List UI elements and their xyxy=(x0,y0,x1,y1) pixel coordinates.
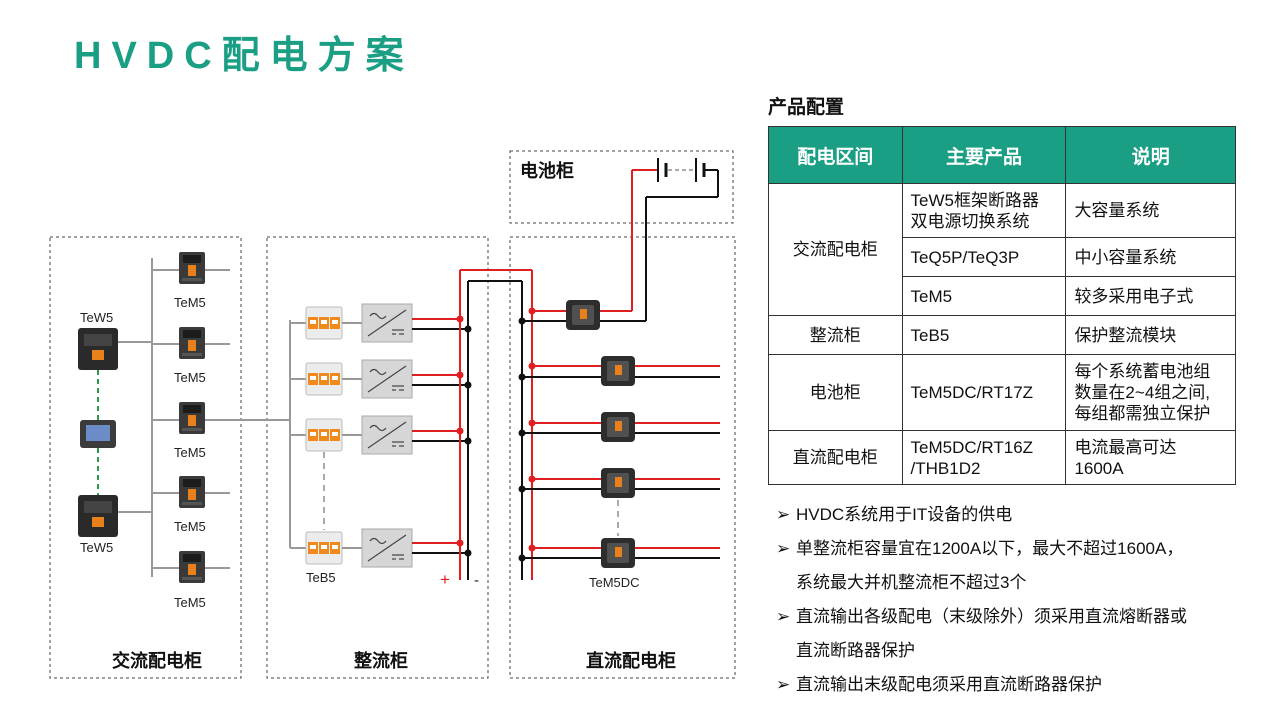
battery-cabinet-title: 电池柜 xyxy=(520,161,574,181)
dc-cabinet-box xyxy=(509,236,736,679)
table-row: 电池柜 TeM5DC/RT17Z 每个系统蓄电池组数量在2~4组之间,每组都需独… xyxy=(768,354,1236,431)
table-row: 交流配电柜 TeW5框架断路器双电源切换系统 大容量系统 xyxy=(768,183,1236,316)
note-item-cont: 直流断路器保护 xyxy=(796,641,915,660)
tem5dc-breaker-1 xyxy=(601,356,635,386)
dc-cabinet-title: 直流配电柜 xyxy=(586,651,676,671)
desc-cell: 中小容量系统 xyxy=(1065,237,1236,277)
teb5-label: TeB5 xyxy=(306,570,336,585)
product-cell: TeM5 xyxy=(901,276,1067,316)
note-item: ➢HVDC系统用于IT设备的供电 xyxy=(776,498,1187,532)
positive-sign: + xyxy=(440,570,450,589)
battery-cabinet-box xyxy=(509,150,734,224)
tem5dc-battery-breaker xyxy=(566,300,600,330)
tem5-label-5: TeM5 xyxy=(174,595,206,610)
page-title: HVDC配电方案 xyxy=(74,35,414,77)
arrow-icon: ➢ xyxy=(776,505,791,524)
tew5-bottom-breaker xyxy=(78,495,118,537)
negative-sign: - xyxy=(474,572,479,589)
notes-list: ➢HVDC系统用于IT设备的供电 ➢单整流柜容量宜在1200A以下，最大不超过1… xyxy=(776,498,1187,702)
header-section: 配电区间 xyxy=(768,126,903,184)
hvdc-diagram xyxy=(49,150,736,679)
ac-cabinet-title: 交流配电柜 xyxy=(112,651,202,671)
table-header-row: 配电区间 主要产品 说明 xyxy=(768,126,1236,184)
teb5-mcb-4 xyxy=(305,531,343,565)
tem5-label-1: TeM5 xyxy=(174,295,206,310)
tem5-breaker-2 xyxy=(179,327,205,359)
teb5-mcb-3 xyxy=(305,418,343,452)
product-cell: TeW5框架断路器双电源切换系统 xyxy=(901,183,1067,238)
product-config-title: 产品配置 xyxy=(768,97,845,118)
rectifier-module-1 xyxy=(361,303,413,343)
section-cell-ac: 交流配电柜 xyxy=(768,183,903,316)
note-item-cont: 系统最大并机整流柜不超过3个 xyxy=(796,573,1027,592)
desc-cell: 较多采用电子式 xyxy=(1065,276,1236,316)
battery-symbol xyxy=(657,158,706,182)
teb5-mcb-2 xyxy=(305,362,343,396)
arrow-icon: ➢ xyxy=(776,607,791,626)
tew5-top-breaker xyxy=(78,328,118,370)
product-cell: TeM5DC/RT16Z/THB1D2 xyxy=(901,430,1067,485)
product-cell: TeQ5P/TeQ3P xyxy=(901,237,1067,277)
table-row: TeM5 较多采用电子式 xyxy=(769,276,1236,316)
tem5dc-breaker-4 xyxy=(601,538,635,568)
tem5-breaker-3 xyxy=(179,402,205,434)
tem5-label-4: TeM5 xyxy=(174,519,206,534)
arrow-icon: ➢ xyxy=(776,675,791,694)
rectifier-module-2 xyxy=(361,359,413,399)
tem5dc-breaker-3 xyxy=(601,468,635,498)
note-item: ➢单整流柜容量宜在1200A以下，最大不超过1600A， xyxy=(776,532,1187,566)
tem5-label-2: TeM5 xyxy=(174,370,206,385)
ac-cabinet-box xyxy=(49,236,242,679)
tew5-bottom-label: TeW5 xyxy=(80,540,114,555)
tem5dc-label: TeM5DC xyxy=(589,575,640,590)
section-cell-battery: 电池柜 xyxy=(768,354,903,431)
arrow-icon: ➢ xyxy=(776,539,791,558)
tem5-breaker-1 xyxy=(179,252,205,284)
rectifier-cabinet-box xyxy=(266,236,489,679)
desc-cell: 每个系统蓄电池组数量在2~4组之间,每组都需独立保护 xyxy=(1065,354,1236,431)
section-cell-rectifier: 整流柜 xyxy=(768,315,903,355)
rectifier-module-4 xyxy=(361,528,413,568)
header-desc: 说明 xyxy=(1065,126,1236,184)
desc-cell: 大容量系统 xyxy=(1065,183,1236,238)
product-cell: TeM5DC/RT17Z xyxy=(901,354,1067,431)
note-item: ➢直流输出各级配电（末级除外）须采用直流熔断器或 xyxy=(776,600,1187,634)
tem5-breaker-4 xyxy=(179,476,205,508)
table-row: 整流柜 TeB5 保护整流模块 xyxy=(768,315,1236,355)
tew5-top-label: TeW5 xyxy=(80,310,114,325)
product-cell: TeB5 xyxy=(901,315,1067,355)
rectifier-cabinet-title: 整流柜 xyxy=(354,651,408,671)
tem5-breaker-5 xyxy=(179,551,205,583)
tem5-label-3: TeM5 xyxy=(174,445,206,460)
header-product: 主要产品 xyxy=(901,126,1067,184)
tem5dc-breaker-2 xyxy=(601,412,635,442)
desc-cell: 保护整流模块 xyxy=(1065,315,1236,355)
teb5-mcb-1 xyxy=(305,306,343,340)
ats-controller xyxy=(80,420,116,448)
section-cell-dc: 直流配电柜 xyxy=(768,430,903,485)
rectifier-module-3 xyxy=(361,415,413,455)
product-config-table: 配电区间 主要产品 说明 交流配电柜 TeW5框架断路器双电源切换系统 大容量系… xyxy=(768,126,1236,485)
note-item: ➢直流输出末级配电须采用直流断路器保护 xyxy=(776,668,1187,702)
